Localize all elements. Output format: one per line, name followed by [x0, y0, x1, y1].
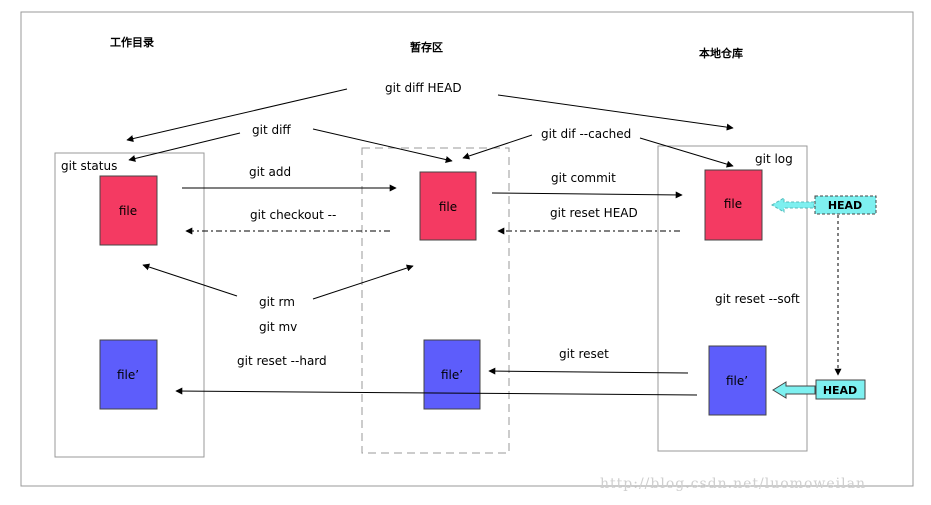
working-dir-container [54, 152, 205, 458]
staging-file-box: file [419, 171, 477, 241]
head-upper-label: HEAD [828, 199, 862, 212]
file-prime-label: file’ [726, 374, 748, 388]
git-add-label: git add [249, 165, 291, 179]
head-upper-box [814, 195, 877, 215]
arrow-rm-to-staging [312, 264, 414, 300]
head-marker-lower: HEAD [772, 379, 866, 400]
git-dif-cached-label: git dif --cached [541, 127, 631, 141]
file-prime-label: file’ [117, 368, 139, 382]
repo-file-prime-box: file’ [708, 345, 767, 416]
arrow-commit [491, 191, 683, 199]
file-label: file [119, 204, 137, 218]
file-label: file [724, 197, 742, 211]
file-label: file [439, 200, 457, 214]
working-file-prime-box: file’ [99, 339, 158, 410]
file-prime-label: file’ [441, 368, 463, 382]
watermark: http://blog.csdn.net/luomoweilan [600, 476, 866, 492]
git-diff-label: git diff [252, 123, 291, 137]
arrow-diff-to-working [128, 132, 241, 162]
file-prime-fill [708, 345, 767, 416]
working-file-box: file [99, 175, 158, 246]
local-repo-container [657, 145, 808, 452]
git-log-label: git log [755, 152, 793, 166]
git-mv-label: git mv [259, 320, 297, 334]
staging-container [361, 147, 510, 454]
outer-frame [20, 11, 914, 487]
arrow-diff-head-to-working [126, 88, 348, 142]
arrow-diff-head-to-repo [497, 94, 734, 131]
git-commit-label: git commit [551, 171, 616, 185]
arrow-cached-to-staging [462, 134, 533, 160]
file-fill [419, 171, 477, 241]
git-status-label: git status [61, 159, 117, 173]
git-reset-head-label: git reset HEAD [550, 206, 638, 220]
head-lower-box [815, 379, 866, 400]
git-reset-label: git reset [559, 347, 609, 361]
file-prime-fill [99, 339, 158, 410]
git-reset-hard-label: git reset --hard [237, 354, 327, 368]
file-fill [99, 175, 158, 246]
staging-file-prime-box: file’ [423, 339, 481, 410]
arrow-rm-to-working [142, 263, 238, 297]
git-diff-head-label: git diff HEAD [385, 81, 462, 95]
head-marker-upper: HEAD [771, 195, 877, 215]
head-lower-label: HEAD [823, 384, 857, 397]
arrow-diff-to-staging [312, 128, 453, 163]
head-lower-arrow-shape [772, 381, 816, 399]
git-checkout-label: git checkout -- [250, 208, 336, 222]
local-repo-heading: 本地仓库 [699, 46, 743, 60]
git-reset-soft-label: git reset --soft [715, 292, 800, 306]
staging-heading: 暂存区 [410, 40, 443, 54]
file-prime-fill [423, 339, 481, 410]
file-fill [704, 169, 763, 241]
arrow-reset-hard [175, 387, 698, 396]
git-rm-label: git rm [259, 295, 295, 309]
working-dir-heading: 工作目录 [110, 35, 154, 49]
arrow-cached-to-repo [639, 137, 734, 168]
head-upper-arrow-shape [771, 197, 815, 213]
repo-file-box: file [704, 169, 763, 241]
arrow-reset [488, 367, 689, 375]
